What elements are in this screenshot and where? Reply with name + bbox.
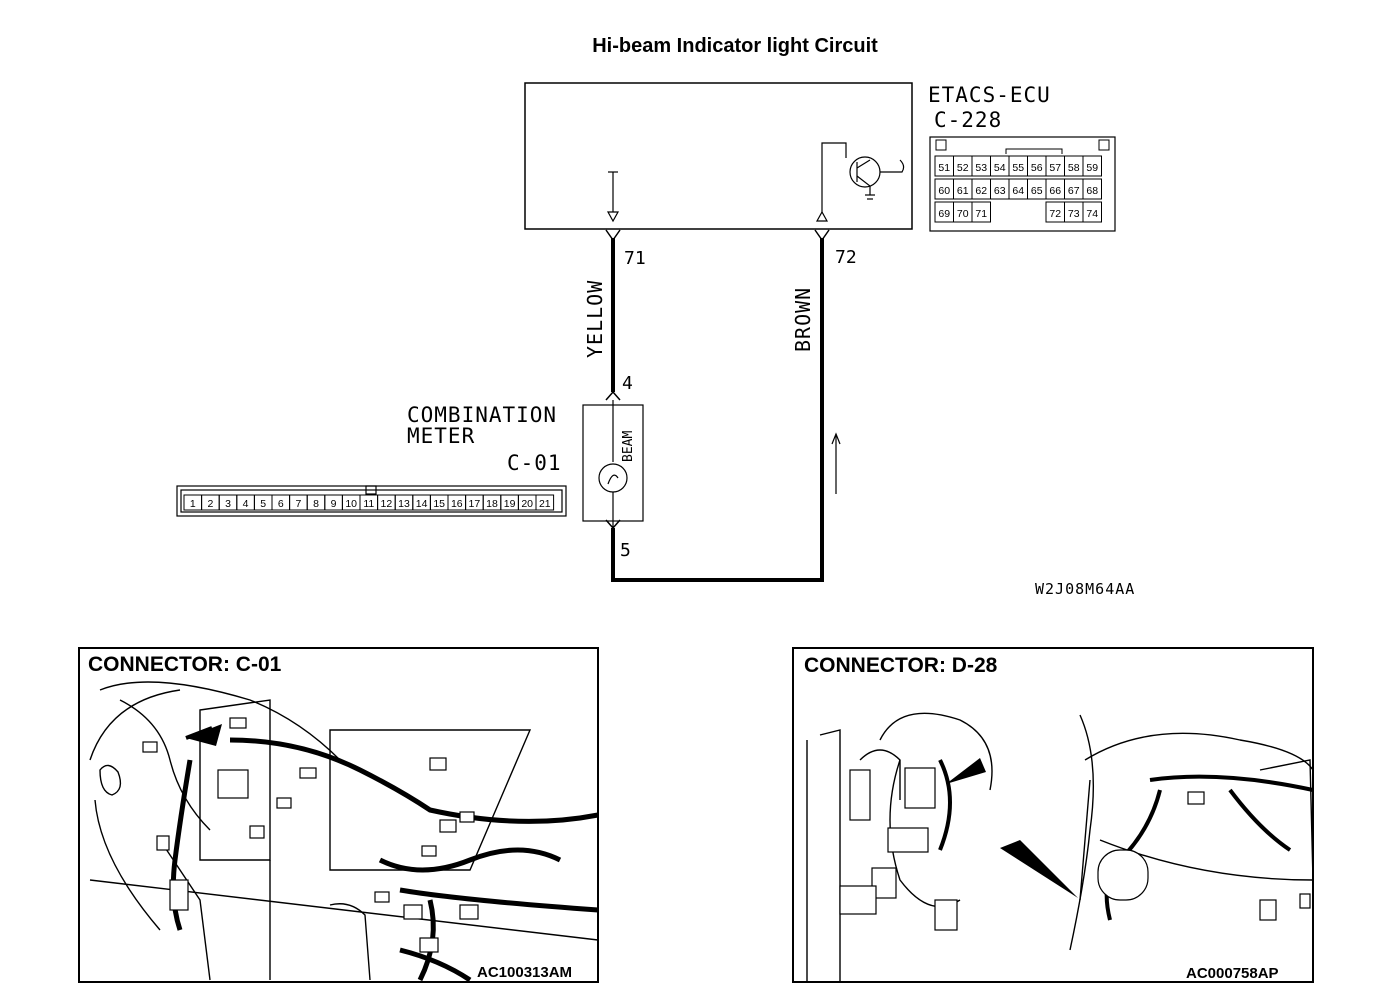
ecu-pin-number: 66	[1049, 185, 1061, 197]
meter-pin-number: 15	[433, 498, 445, 510]
ecu-pin-number: 54	[994, 162, 1006, 174]
connector-blocks	[142, 717, 479, 953]
ecu-connector-face	[929, 136, 1116, 232]
ecu-pin-number: 68	[1086, 185, 1098, 197]
meter-pin-number: 7	[295, 498, 301, 510]
meter-pin-5-label: 5	[620, 540, 631, 561]
meter-pin-number: 19	[504, 498, 516, 510]
meter-name-line1: COMBINATION	[407, 403, 557, 427]
ecu-pin-number: 57	[1049, 162, 1061, 174]
ecu-pin-72-label: 72	[835, 247, 857, 268]
diagram-code: W2J08M64AA	[1035, 580, 1135, 598]
meter-pin-number: 10	[345, 498, 357, 510]
ecu-pin-number: 72	[1049, 208, 1061, 220]
ecu-pin-number: 56	[1031, 162, 1043, 174]
meter-pin-number: 12	[381, 498, 393, 510]
yellow-wire	[605, 229, 621, 401]
meter-pin-number: 4	[243, 498, 249, 510]
meter-pin-number: 14	[416, 498, 428, 510]
ecu-pin-number: 71	[975, 208, 987, 220]
ecu-transistor-symbol	[815, 142, 905, 222]
ecu-connector-id: C-228	[934, 108, 1002, 132]
ecu-pin-number: 52	[957, 162, 969, 174]
ecu-box	[524, 82, 913, 230]
ecu-pin-cell	[1082, 155, 1102, 177]
ecu-pin-number: 59	[1086, 162, 1098, 174]
meter-pin-number: 6	[278, 498, 284, 510]
meter-pin-number: 18	[486, 498, 498, 510]
ecu-pin-number: 51	[938, 162, 950, 174]
meter-pin-4-label: 4	[622, 373, 633, 394]
ecu-pin-number: 73	[1068, 208, 1080, 220]
c01-arrow-shaft	[185, 726, 213, 740]
meter-pin-number: 1	[190, 498, 196, 510]
meter-pin-number: 20	[521, 498, 533, 510]
current-flow-arrow	[831, 432, 841, 494]
meter-pin-cell	[535, 494, 555, 511]
meter-pin-number: 5	[260, 498, 266, 510]
ecu-pin-cell	[1082, 178, 1102, 200]
ecu-pin-number: 74	[1086, 208, 1098, 220]
connector-c01-panel: CONNECTOR: C-01	[78, 647, 599, 983]
ecu-name: ETACS-ECU	[928, 83, 1051, 107]
ecu-pin-cell	[971, 201, 991, 223]
connector-d28-panel: CONNECTOR: D-28	[792, 647, 1314, 983]
meter-pin-number: 17	[469, 498, 481, 510]
panel-c01-code: AC100313AM	[477, 964, 572, 981]
meter-connector-id: C-01	[507, 451, 562, 475]
panel-d28-code: AC000758AP	[1186, 965, 1279, 982]
meter-pin-number: 8	[313, 498, 319, 510]
ecu-pin-number: 61	[957, 185, 969, 197]
ecu-pin-number: 67	[1068, 185, 1080, 197]
ecu-pin-number: 70	[957, 208, 969, 220]
ecu-pin-number: 64	[1012, 185, 1024, 197]
ecu-pin-number: 65	[1031, 185, 1043, 197]
c01-location-arrow-icon	[186, 724, 222, 746]
panel-d28-title: CONNECTOR: D-28	[804, 654, 998, 677]
diagram-title: Hi-beam Indicator light Circuit	[592, 35, 878, 57]
ecu-pin-number: 53	[975, 162, 987, 174]
meter-pin-number: 3	[225, 498, 231, 510]
ecu-pin-number: 69	[938, 208, 950, 220]
panel-c01-title: CONNECTOR: C-01	[88, 653, 282, 676]
lamp-label: BEAM	[621, 431, 636, 462]
d28-location-arrow-icon	[946, 758, 986, 784]
indicator-lamp-symbol	[598, 400, 628, 528]
meter-pin-number: 9	[331, 498, 337, 510]
brown-wire-label: BROWN	[791, 287, 815, 352]
yellow-wire-label: YELLOW	[583, 280, 607, 358]
meter-pin-number: 13	[398, 498, 410, 510]
meter-name-line2: METER	[407, 424, 475, 448]
meter-connector-face	[176, 485, 567, 517]
meter-pin-number: 21	[539, 498, 551, 510]
ecu-pin-71-label: 71	[624, 248, 646, 269]
meter-pin-number: 16	[451, 498, 463, 510]
meter-pin-number: 2	[207, 498, 213, 510]
d28-callout-pointer	[1000, 840, 1078, 898]
meter-pin-number: 11	[363, 498, 374, 510]
ecu-input-symbol	[606, 171, 620, 223]
ecu-pin-number: 62	[975, 185, 987, 197]
ecu-pin-number: 58	[1068, 162, 1080, 174]
ecu-pin-number: 60	[938, 185, 950, 197]
ecu-pin-cell	[1082, 201, 1102, 223]
ecu-pin-number: 63	[994, 185, 1006, 197]
connector-blocks-d28	[839, 767, 1311, 931]
ecu-pin-number: 55	[1012, 162, 1024, 174]
